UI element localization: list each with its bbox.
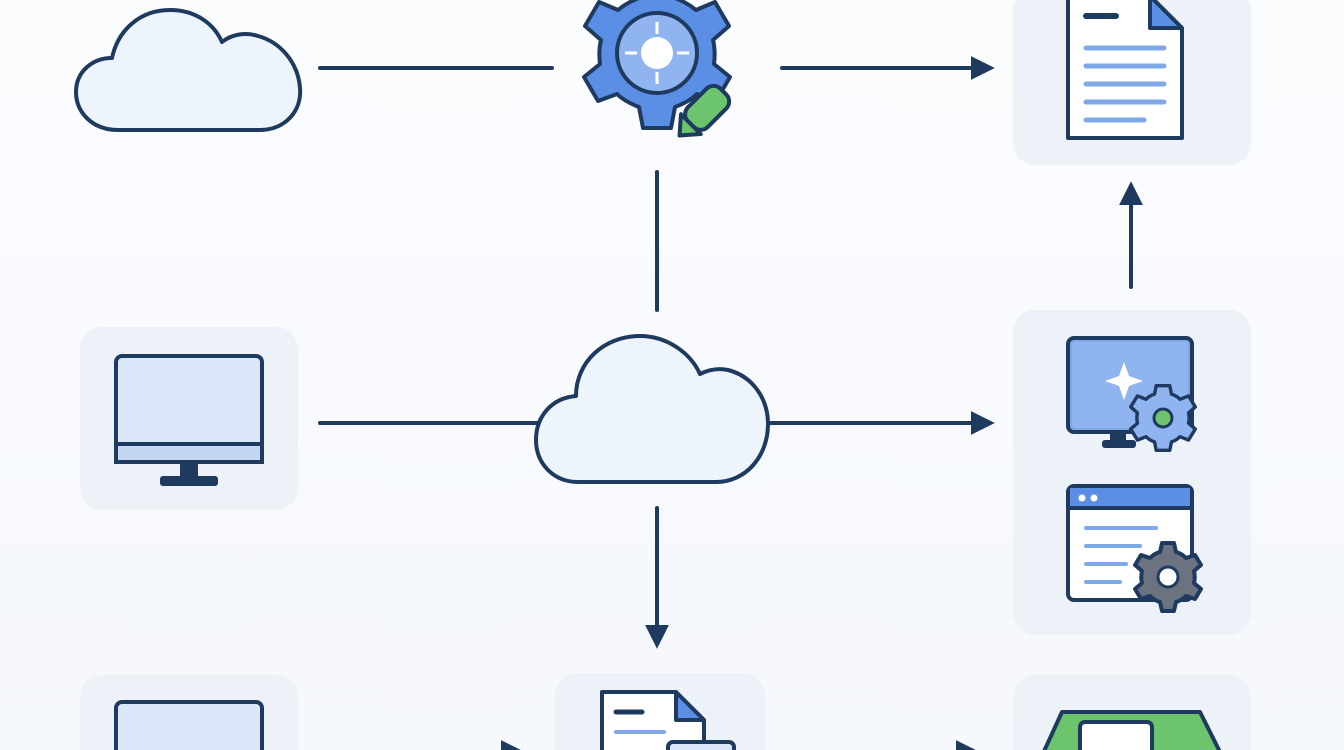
documents-icon xyxy=(600,690,736,750)
gear-pencil-icon xyxy=(582,0,732,138)
cloud-icon xyxy=(74,8,303,132)
monitor-icon xyxy=(114,700,264,750)
browser-gear-icon xyxy=(1066,484,1203,613)
connectors xyxy=(318,56,1143,750)
monitor-gear-icon xyxy=(1066,336,1198,453)
tray-icon xyxy=(1042,710,1222,750)
monitor-icon xyxy=(114,354,264,486)
cloud-icon xyxy=(534,334,770,484)
document-icon xyxy=(1066,0,1184,140)
